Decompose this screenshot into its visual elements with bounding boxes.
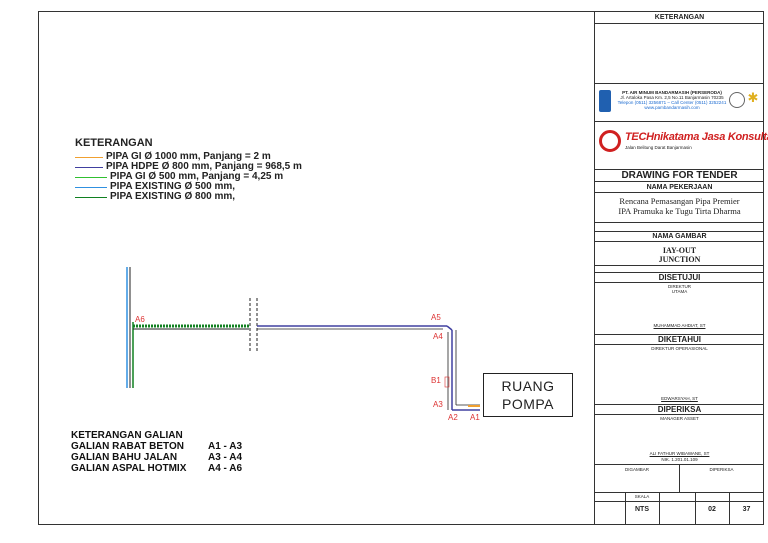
legend: KETERANGAN PIPA GI Ø 1000 mm, Panjang = … [75, 137, 302, 202]
name3: ALI FATHUR WIBAWANE, ST [649, 451, 710, 456]
legend-line [75, 186, 107, 188]
galian-name: GALIAN RABAT BETON [71, 441, 184, 452]
nik3: NIK. 1.201.01.109 [661, 457, 698, 462]
direktur-operasional-label: DIREKTUR OPERASIONAL [651, 346, 708, 351]
ruang-line1: RUANG [501, 378, 555, 394]
disetujui-label: DISETUJUI [595, 273, 764, 283]
galian-row: GALIAN BAHU JALAN A3 - A4 [71, 452, 242, 463]
legend-line [75, 176, 107, 178]
point-label-a4: A4 [433, 332, 443, 341]
legend-label: PIPA EXISTING Ø 500 mm, [110, 181, 236, 192]
b1-marker [444, 376, 450, 388]
tb-col-div-3 [695, 493, 696, 524]
galian-row: GALIAN RABAT BETON A1 - A3 [71, 441, 242, 452]
galian-range: A1 - A3 [208, 441, 243, 452]
legend-label: PIPA GI Ø 500 mm, Panjang = 4,25 m [110, 171, 284, 182]
nama-gambar-text: IAY-OUT JUNCTION [658, 246, 701, 264]
tb-nama-pekerjaan: Rencana Pemasangan Pipa Premier IPA Pram… [595, 193, 764, 223]
ruang-pompa-box: RUANG POMPA [483, 373, 573, 417]
tb-col-div-1 [625, 493, 626, 524]
tb-spacer [595, 223, 764, 232]
galian-title: KETERANGAN GALIAN [71, 430, 183, 441]
legend-label: PIPA GI Ø 1000 mm, Panjang = 2 m [106, 151, 271, 162]
name1: MUHAMMAD AHDIAT, ST [653, 323, 706, 328]
tb-diketahui: DIKETAHUI DIREKTUR OPERASIONAL EDWARSYAH… [595, 335, 764, 405]
tb-col-div-4 [729, 493, 730, 524]
company1-addr: Jl. Artaloka Pasa Km. 2,5 No.11 Banjarma… [620, 95, 724, 100]
diketahui-label: DIKETAHUI [595, 335, 764, 345]
tb-disetujui: DISETUJUI DIREKTUR UTAMA MUHAMMAD AHDIAT… [595, 273, 764, 335]
tb-keterangan-header: KETERANGAN [595, 12, 764, 24]
legend-title: KETERANGAN [75, 137, 153, 149]
tb-nama-gambar: IAY-OUT JUNCTION [595, 242, 764, 266]
star-logo-icon: ✱ [747, 90, 759, 105]
drawing-area: KETERANGAN PIPA GI Ø 1000 mm, Panjang = … [39, 12, 594, 524]
hdpe-bend-a5 [446, 325, 453, 331]
tb-keterangan-area [595, 24, 764, 84]
tb-company2: TECHnikatama Jasa Konsultan Jalan Belitu… [595, 122, 768, 170]
galian-name: GALIAN ASPAL HOTMIX [71, 463, 187, 474]
tb-nama-gambar-label: NAMA GAMBAR [595, 232, 764, 242]
company1-web: www.pambandarmasih.com [644, 105, 700, 110]
sheet-num-1: 02 [708, 506, 716, 513]
legend-line [75, 156, 103, 158]
company1-tel: Telepon (0511) 3256871 – Call Center (05… [617, 100, 727, 105]
name2: EDWARSYAH, ST [661, 396, 698, 401]
legend-label: PIPA EXISTING Ø 800 mm, [110, 191, 236, 202]
tb-company1: PT. AIR MINUM BANDARMASIH (PERSERODA) Jl… [595, 84, 764, 122]
legend-line [75, 196, 107, 198]
diperiksa-label: DIPERIKSA [595, 405, 764, 415]
pipe-layout-svg [126, 267, 480, 411]
tb-sub-header [595, 493, 764, 502]
diperiksa2-label: DIPERIKSA [709, 467, 734, 472]
tb-divider [679, 465, 680, 493]
galian-range: A4 - A6 [208, 463, 243, 474]
legend-item-gi-500: PIPA GI Ø 500 mm, Panjang = 4,25 m [75, 172, 302, 182]
tb-col-div-2 [659, 493, 660, 524]
drawing-sheet: KETERANGAN PIPA GI Ø 1000 mm, Panjang = … [38, 11, 768, 525]
tb-diperiksa: DIPERIKSA MANAGER ASSET ALI FATHUR WIBAW… [595, 405, 764, 465]
legend-item-gi-1000: PIPA GI Ø 1000 mm, Panjang = 2 m [75, 152, 302, 162]
company2-logo-icon [599, 130, 621, 152]
tb-nama-pekerjaan-label: NAMA PEKERJAAN [595, 182, 764, 193]
legend-label: PIPA HDPE Ø 800 mm, Panjang = 968,5 m [106, 161, 302, 172]
tb-drawing-for: DRAWING FOR TENDER [595, 170, 764, 182]
legend-line [75, 166, 103, 168]
legend-item-hdpe-800: PIPA HDPE Ø 800 mm, Panjang = 968,5 m [75, 162, 302, 172]
company1-logo-icon [599, 90, 611, 112]
sheet-num-2: 37 [742, 506, 751, 513]
tb-digambar-row: DIGAMBAR DIPERIKSA [595, 465, 764, 493]
company1-name: PT. AIR MINUM BANDARMASIH (PERSERODA) [622, 90, 722, 95]
skala-value: NTS [635, 506, 649, 513]
skala-label: SKALA [634, 494, 650, 499]
certification-icon [729, 92, 745, 108]
galian-name: GALIAN BAHU JALAN [71, 452, 178, 463]
direktur-utama-label: DIREKTUR UTAMA [667, 284, 691, 294]
galian-row: GALIAN ASPAL HOTMIX A4 - A6 [71, 463, 242, 474]
company2-addr: Jalan Belitung Darat Banjarmasin [625, 145, 692, 150]
point-label-a5: A5 [431, 313, 441, 322]
point-label-a3: A3 [433, 400, 443, 409]
legend-item-existing-500: PIPA EXISTING Ø 500 mm, [75, 182, 302, 192]
manager-asset-label: MANAGER ASSET [660, 416, 699, 421]
tb-spacer-2 [595, 266, 764, 273]
point-label-a2: A2 [448, 413, 458, 422]
tb-bottom-row: SKALA NTS 02 37 [595, 493, 764, 524]
digambar-label: DIGAMBAR [624, 467, 649, 472]
galian-legend: KETERANGAN GALIAN GALIAN RABAT BETON A1 … [71, 430, 242, 474]
galian-range: A3 - A4 [208, 452, 243, 463]
point-label-b1: B1 [431, 376, 441, 385]
nama-pekerjaan-text: Rencana Pemasangan Pipa Premier IPA Pram… [618, 196, 741, 216]
company2-name: TECHnikatama Jasa Konsultan [625, 131, 768, 143]
company1-text: PT. AIR MINUM BANDARMASIH (PERSERODA) Jl… [617, 90, 727, 110]
point-label-a6: A6 [135, 315, 145, 324]
title-block: KETERANGAN PT. AIR MINUM BANDARMASIH (PE… [594, 12, 768, 524]
ruang-line2: POMPA [501, 396, 555, 412]
legend-item-existing-800: PIPA EXISTING Ø 800 mm, [75, 192, 302, 202]
point-label-a1: A1 [470, 413, 480, 422]
